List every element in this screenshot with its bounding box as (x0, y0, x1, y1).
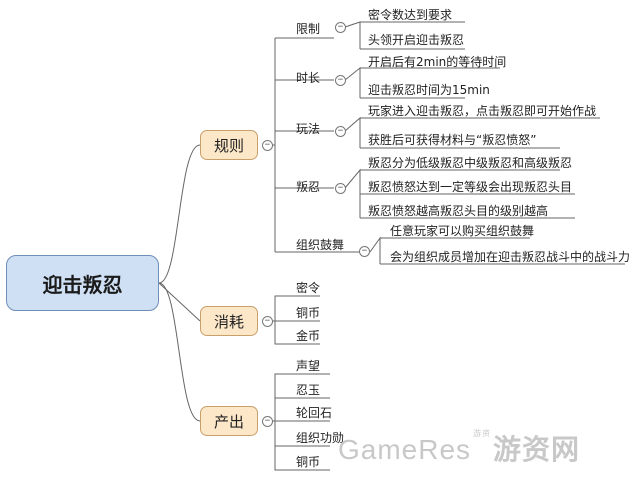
group-label[interactable]: 玩法 (296, 122, 321, 136)
item-label[interactable]: 声望 (296, 359, 321, 373)
collapse-icon[interactable]: − (359, 246, 370, 257)
item-label[interactable]: 获胜后可获得材料与“叛忍愤怒” (368, 133, 537, 147)
branch-consume[interactable]: 消耗 (200, 306, 258, 336)
item-label[interactable]: 密令 (296, 281, 321, 295)
item-label[interactable]: 任意玩家可以购买组织鼓舞 (390, 224, 535, 238)
branch-output[interactable]: 产出 (200, 406, 258, 436)
group-label[interactable]: 限制 (296, 22, 321, 36)
item-label[interactable]: 金币 (296, 329, 321, 343)
item-label[interactable]: 玩家进入迎击叛忍，点击叛忍即可开始作战 (368, 104, 597, 118)
item-label[interactable]: 轮回石 (296, 406, 333, 420)
watermark-logo: GameRes游资游资网 (338, 428, 580, 468)
item-label[interactable]: 叛忍愤怒达到一定等级会出现叛忍头目 (368, 180, 573, 194)
collapse-icon[interactable]: − (262, 416, 273, 427)
item-label[interactable]: 会为组织成员增加在迎击叛忍战斗中的战斗力 (390, 250, 631, 264)
item-label[interactable]: 铜币 (296, 306, 321, 320)
watermark-cn: 游资网 (493, 434, 581, 465)
item-label[interactable]: 忍玉 (296, 383, 321, 397)
item-label[interactable]: 叛忍愤怒越高叛忍头目的级别越高 (368, 204, 549, 218)
collapse-icon[interactable]: − (262, 140, 273, 151)
watermark-small: 游资 (473, 429, 492, 438)
item-label[interactable]: 组织功勋 (296, 431, 345, 445)
collapse-icon[interactable]: − (335, 183, 346, 194)
group-label[interactable]: 组织鼓舞 (296, 238, 345, 252)
branch-rules[interactable]: 规则 (200, 130, 258, 160)
item-label[interactable]: 铜币 (296, 455, 321, 469)
watermark-brand: GameRes (338, 434, 472, 465)
item-label[interactable]: 开启后有2min的等待时间 (368, 55, 507, 69)
item-label[interactable]: 密令数达到要求 (368, 8, 453, 22)
root-node[interactable]: 迎击叛忍 (6, 255, 159, 311)
collapse-icon[interactable]: − (335, 75, 346, 86)
group-label[interactable]: 叛忍 (296, 180, 321, 194)
item-label[interactable]: 迎击叛忍时间为15min (368, 83, 490, 97)
collapse-icon[interactable]: − (335, 22, 346, 33)
collapse-icon[interactable]: − (262, 316, 273, 327)
item-label[interactable]: 叛忍分为低级叛忍中级叛忍和高级叛忍 (368, 156, 573, 170)
group-label[interactable]: 时长 (296, 71, 321, 85)
collapse-icon[interactable]: − (335, 126, 346, 137)
item-label[interactable]: 头领开启迎击叛忍 (368, 33, 465, 47)
